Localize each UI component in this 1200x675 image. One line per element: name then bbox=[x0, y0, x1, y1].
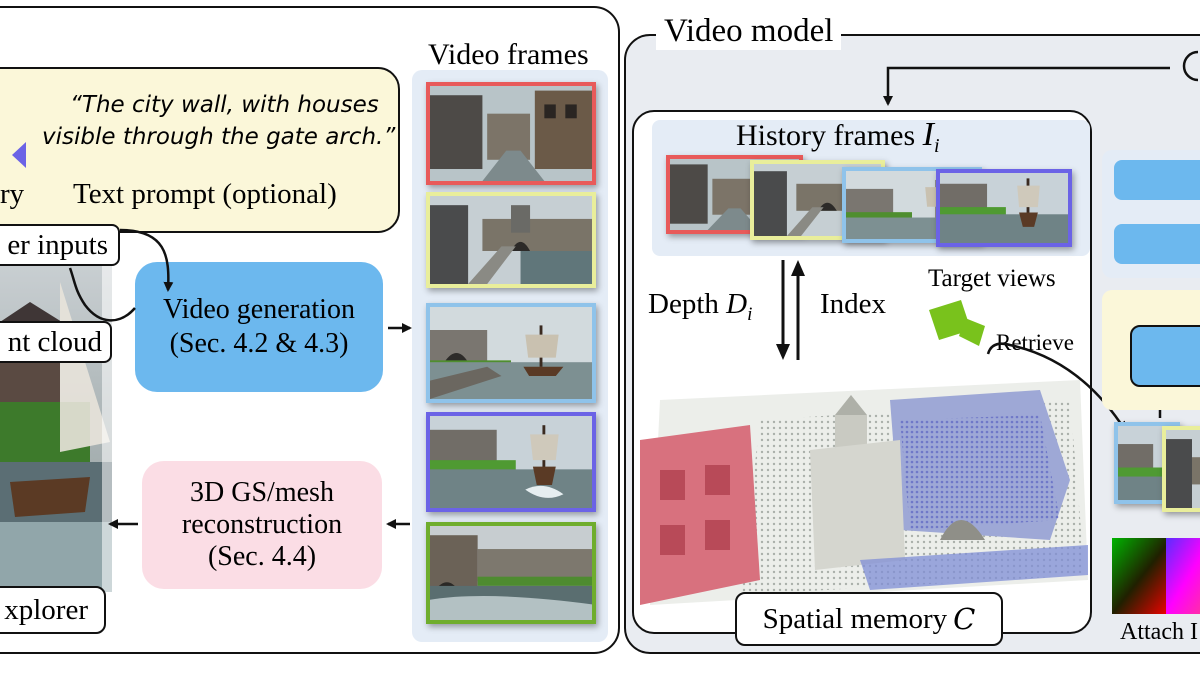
target-views-label: Target views bbox=[928, 265, 1056, 292]
cloud-to-inputs-loop bbox=[68, 267, 136, 322]
depth-index-arrows bbox=[776, 260, 805, 360]
retrieve-label: Retrieve bbox=[996, 330, 1074, 355]
inputs-to-generation-curve bbox=[119, 228, 174, 292]
history-frame-4 bbox=[936, 169, 1072, 247]
video-generation-title: Video generation bbox=[163, 294, 355, 325]
loop-icon bbox=[1182, 50, 1199, 82]
conditioning-block-1 bbox=[1114, 160, 1200, 200]
text-prompt-label: Text prompt (optional) bbox=[73, 178, 337, 210]
retrieved-frame-2 bbox=[1162, 426, 1200, 512]
spatial-memory-box: Spatial memory C bbox=[735, 592, 1003, 646]
video-frame-5 bbox=[426, 522, 596, 624]
prompt-quote-line2: visible through the gate arch.” bbox=[42, 124, 396, 150]
trajectory-arrow-icon bbox=[0, 142, 26, 168]
user-inputs-label: er inputs bbox=[7, 228, 108, 261]
spatial-memory-point-cloud bbox=[640, 380, 1088, 605]
video-frame-1 bbox=[426, 82, 596, 185]
retrieve-curve bbox=[986, 342, 1127, 432]
explorer-label: xplorer bbox=[4, 593, 88, 626]
attach-label: Attach I bbox=[1120, 619, 1198, 645]
prompt-quote-line1: “The city wall, with houses bbox=[70, 92, 379, 118]
text-prompt-bubble bbox=[0, 67, 400, 233]
reconstruction-title: 3D GS/mesh bbox=[190, 477, 334, 508]
history-frames-label: History frames Ii bbox=[736, 116, 940, 158]
video-frame-4 bbox=[426, 412, 596, 512]
video-frames-title: Video frames bbox=[428, 38, 589, 71]
spatial-memory-text: Spatial memory bbox=[762, 602, 948, 635]
video-frame-3 bbox=[426, 303, 596, 403]
partial-label-ry: ry bbox=[0, 178, 25, 210]
video-model-title: Video model bbox=[656, 13, 842, 50]
target-camera-icon bbox=[929, 300, 985, 346]
video-frame-2 bbox=[426, 192, 596, 288]
spatial-memory-symbol: C bbox=[953, 602, 976, 636]
user-inputs-box: er inputs bbox=[0, 224, 120, 266]
encoder-block bbox=[1130, 325, 1200, 387]
history-frames-text: History frames bbox=[736, 119, 923, 152]
depth-label: Depth Di bbox=[648, 288, 752, 326]
rgb-colormap-image bbox=[1112, 538, 1200, 614]
loop-to-history-arrow bbox=[883, 66, 1170, 106]
depth-subscript: i bbox=[747, 303, 753, 325]
explorer-box: xplorer bbox=[0, 586, 106, 634]
depth-text: Depth bbox=[648, 288, 727, 320]
point-cloud-box: nt cloud bbox=[0, 321, 112, 363]
history-frames-symbol: I bbox=[922, 116, 934, 153]
point-cloud-label: nt cloud bbox=[7, 325, 102, 358]
history-frames-subscript: i bbox=[933, 135, 940, 157]
conditioning-block-2 bbox=[1114, 224, 1200, 264]
depth-symbol: D bbox=[726, 288, 748, 320]
left-connectors bbox=[68, 228, 412, 529]
video-generation-box: Video generation (Sec. 4.2 & 4.3) bbox=[135, 262, 383, 392]
reconstruction-box: 3D GS/mesh reconstruction (Sec. 4.4) bbox=[142, 461, 382, 589]
reconstruction-section: (Sec. 4.4) bbox=[207, 541, 317, 572]
reconstruction-subtitle: reconstruction bbox=[181, 509, 343, 540]
pipeline-panel bbox=[0, 6, 620, 654]
index-label: Index bbox=[820, 288, 887, 320]
video-generation-section: (Sec. 4.2 & 4.3) bbox=[169, 328, 349, 359]
